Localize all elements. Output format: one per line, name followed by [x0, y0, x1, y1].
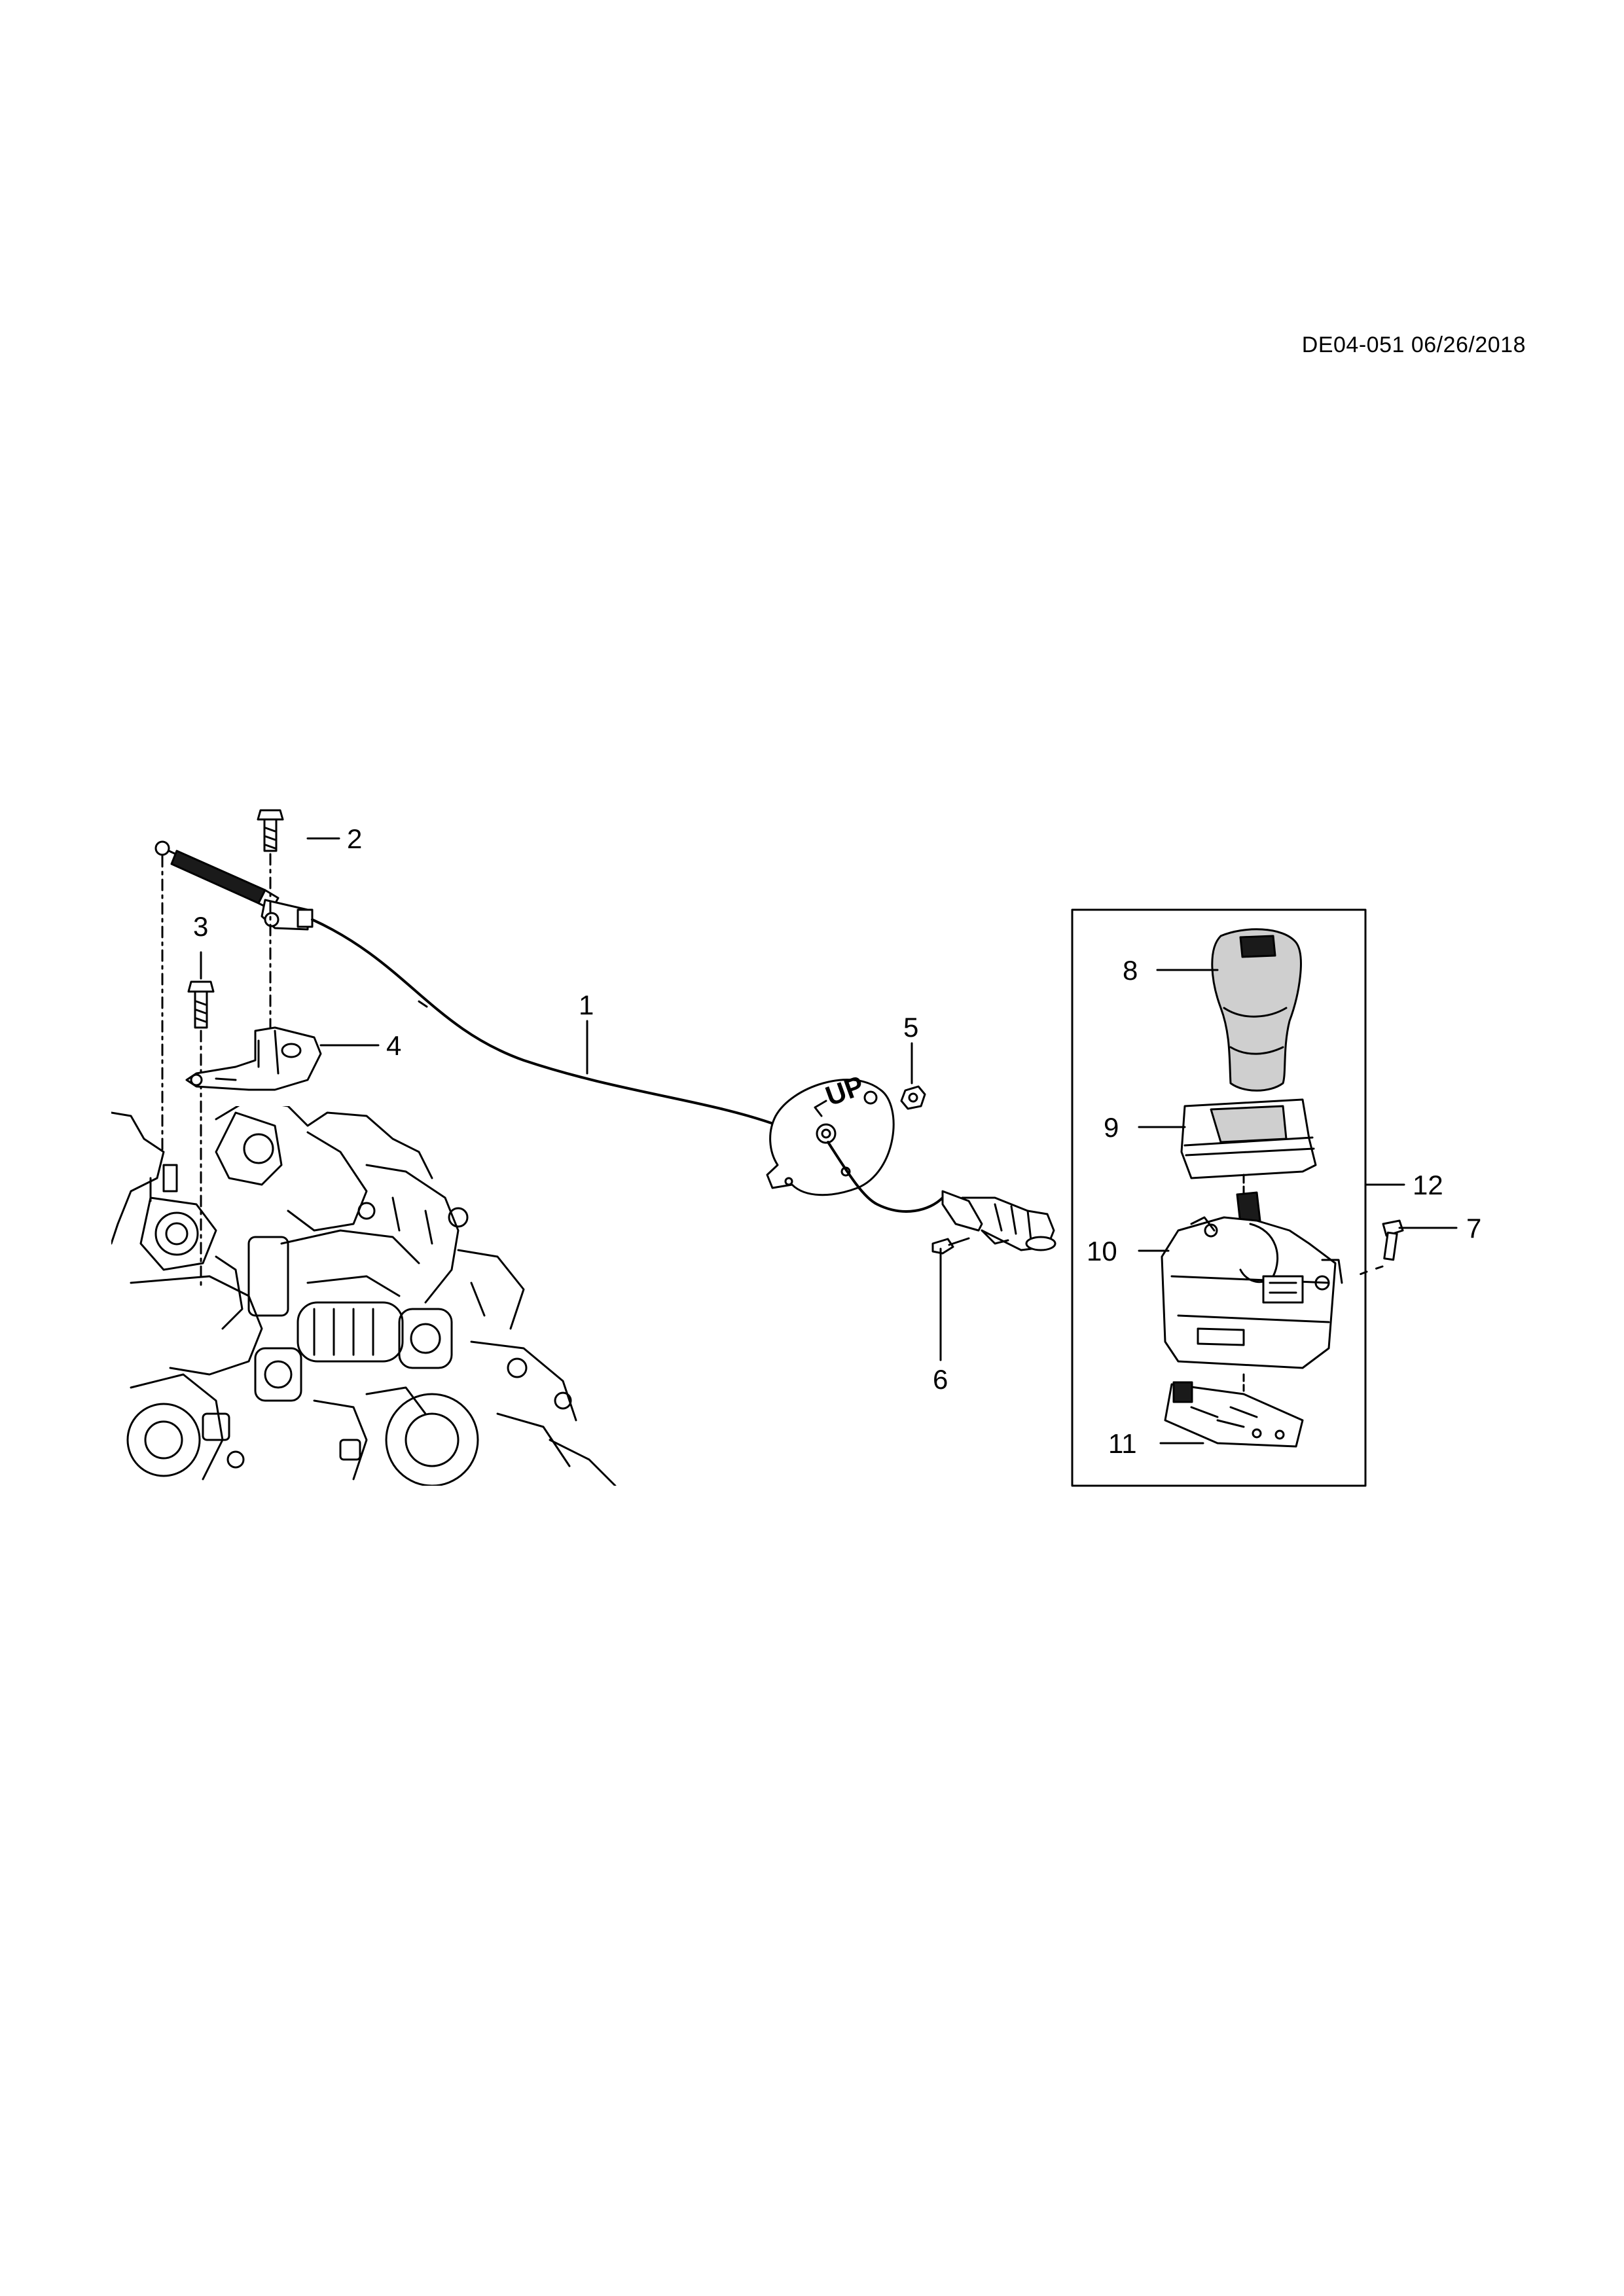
callout-10: 10: [1087, 1236, 1117, 1266]
shift-bezel-part-9: [1180, 1098, 1317, 1206]
shift-knob-part-8: [1211, 928, 1302, 1092]
shifter-assembly-box: [1071, 908, 1367, 1487]
callout-3: 3: [193, 911, 208, 942]
callout-9: 9: [1104, 1112, 1119, 1143]
bolt-part-3: [187, 980, 215, 1291]
circuit-board-part-11: [1164, 1373, 1304, 1448]
callout-5: 5: [903, 1012, 918, 1043]
callout-12: 12: [1413, 1170, 1443, 1200]
bolt-part-6: [931, 1237, 970, 1255]
bracket-part-4: [185, 1026, 322, 1091]
nut-part-5: [900, 1085, 926, 1110]
shifter-base-part-10: [1161, 1191, 1343, 1369]
transmission-housing-illustration: [111, 1106, 617, 1486]
callout-11: 11: [1108, 1428, 1137, 1459]
callout-6: 6: [933, 1364, 948, 1395]
document-reference: DE04-051 06/26/2018: [1301, 332, 1526, 357]
callout-leaders: [200, 837, 1458, 1444]
shift-cable: [154, 840, 1056, 1251]
grommet-arrow-icon: [814, 1100, 827, 1117]
bolt-part-7: [1357, 1219, 1404, 1276]
bolt-part-2: [257, 809, 284, 1029]
callout-1: 1: [579, 990, 594, 1020]
callout-8: 8: [1123, 955, 1138, 986]
callout-7: 7: [1466, 1213, 1481, 1244]
callout-4: 4: [386, 1030, 401, 1061]
callout-2: 2: [347, 823, 362, 854]
